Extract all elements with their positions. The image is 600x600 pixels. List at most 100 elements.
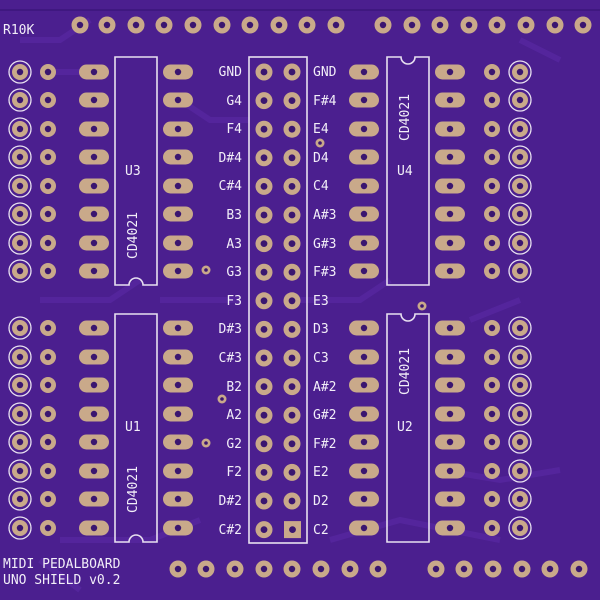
drill-hole [260,125,268,133]
drill-hole [360,381,368,389]
drill-hole [516,210,524,218]
drill-hole [44,68,52,76]
drill-hole [260,354,268,362]
drill-hole [446,96,454,104]
drill-hole [260,526,268,533]
drill-hole [288,297,296,305]
connector-outline [8,516,32,540]
pin-label-left: B2 [226,379,242,395]
connector-outline [508,516,532,540]
drill-hole [488,267,496,275]
drill-hole [189,21,197,29]
drill-hole [288,354,296,362]
drill-hole [260,497,268,505]
drill-hole [16,324,24,332]
drill-hole [44,324,52,332]
drill-hole [288,154,296,162]
drill-hole [260,297,268,305]
drill-hole [516,267,524,275]
pin-label-right: G#2 [313,408,337,424]
connector-outline [508,60,532,84]
drill-hole [488,210,496,218]
connector-outline [508,430,532,454]
drill-hole [260,411,268,419]
drill-hole [488,68,496,76]
drill-hole [360,239,368,247]
drill-hole [90,153,98,161]
drill-hole [360,96,368,104]
drill-hole [488,324,496,332]
drill-hole [493,21,501,29]
drill-hole [446,267,454,275]
drill-hole [575,565,583,573]
drill-hole [446,410,454,418]
connector-outline [8,487,32,511]
pin-label-left: D#4 [218,150,242,166]
drill-hole [16,96,24,104]
drill-hole [90,353,98,361]
drill-hole [288,68,296,76]
chip-ref-u1: U1 [125,420,141,435]
drill-hole [360,353,368,361]
drill-hole [90,438,98,446]
drill-hole [174,324,182,332]
drill-hole [90,467,98,475]
drill-hole [174,239,182,247]
drill-hole [260,211,268,219]
drill-hole [288,383,296,390]
drill-hole [44,467,52,475]
drill-hole [522,21,530,29]
chip-outline [114,56,158,286]
drill-hole [16,239,24,247]
connector-outline [8,402,32,426]
drill-hole [488,239,496,247]
chip-outline [386,56,430,286]
drill-hole [218,21,226,29]
drill-hole [16,467,24,475]
pin-label-right: F#2 [313,436,337,452]
drill-hole [16,353,24,361]
pin-label-left: GND [218,65,242,80]
drill-hole [132,21,140,29]
drill-hole [260,383,268,390]
drill-hole [346,565,354,573]
drill-hole [260,183,268,190]
drill-hole [260,68,268,76]
drill-hole [446,381,454,389]
header-outline [248,56,308,544]
connector-outline [508,174,532,198]
drill-hole [260,268,268,276]
drill-hole [420,304,424,308]
drill-hole [260,326,268,333]
drill-hole [174,565,182,573]
drill-hole [432,565,440,573]
chip-outline [114,313,158,543]
drill-hole [360,125,368,133]
board-title-line2: UNO SHIELD v0.2 [3,573,121,588]
drill-hole [446,438,454,446]
drill-hole [288,411,296,419]
trace [178,97,250,123]
drill-hole [260,565,268,573]
drill-hole [446,182,454,190]
drill-hole [174,182,182,190]
pin-label-right: F#3 [313,265,337,281]
pin-label-left: C#4 [218,179,242,195]
drill-hole [446,153,454,161]
pin-label-right: C4 [313,179,329,195]
drill-hole [202,565,210,573]
drill-hole [303,21,311,29]
pin-label-right: E4 [313,122,329,138]
pin-label-right: A#3 [313,208,337,223]
drill-hole [44,495,52,503]
chip-part-u4: CD4021 [397,94,413,141]
drill-hole [44,438,52,446]
drill-hole [16,410,24,418]
pin-label-right: A#2 [313,379,337,395]
drill-hole [360,524,368,532]
drill-hole [465,21,473,29]
drill-hole [288,211,296,219]
chip-part-u2: CD4021 [397,348,413,395]
drill-hole [44,125,52,133]
